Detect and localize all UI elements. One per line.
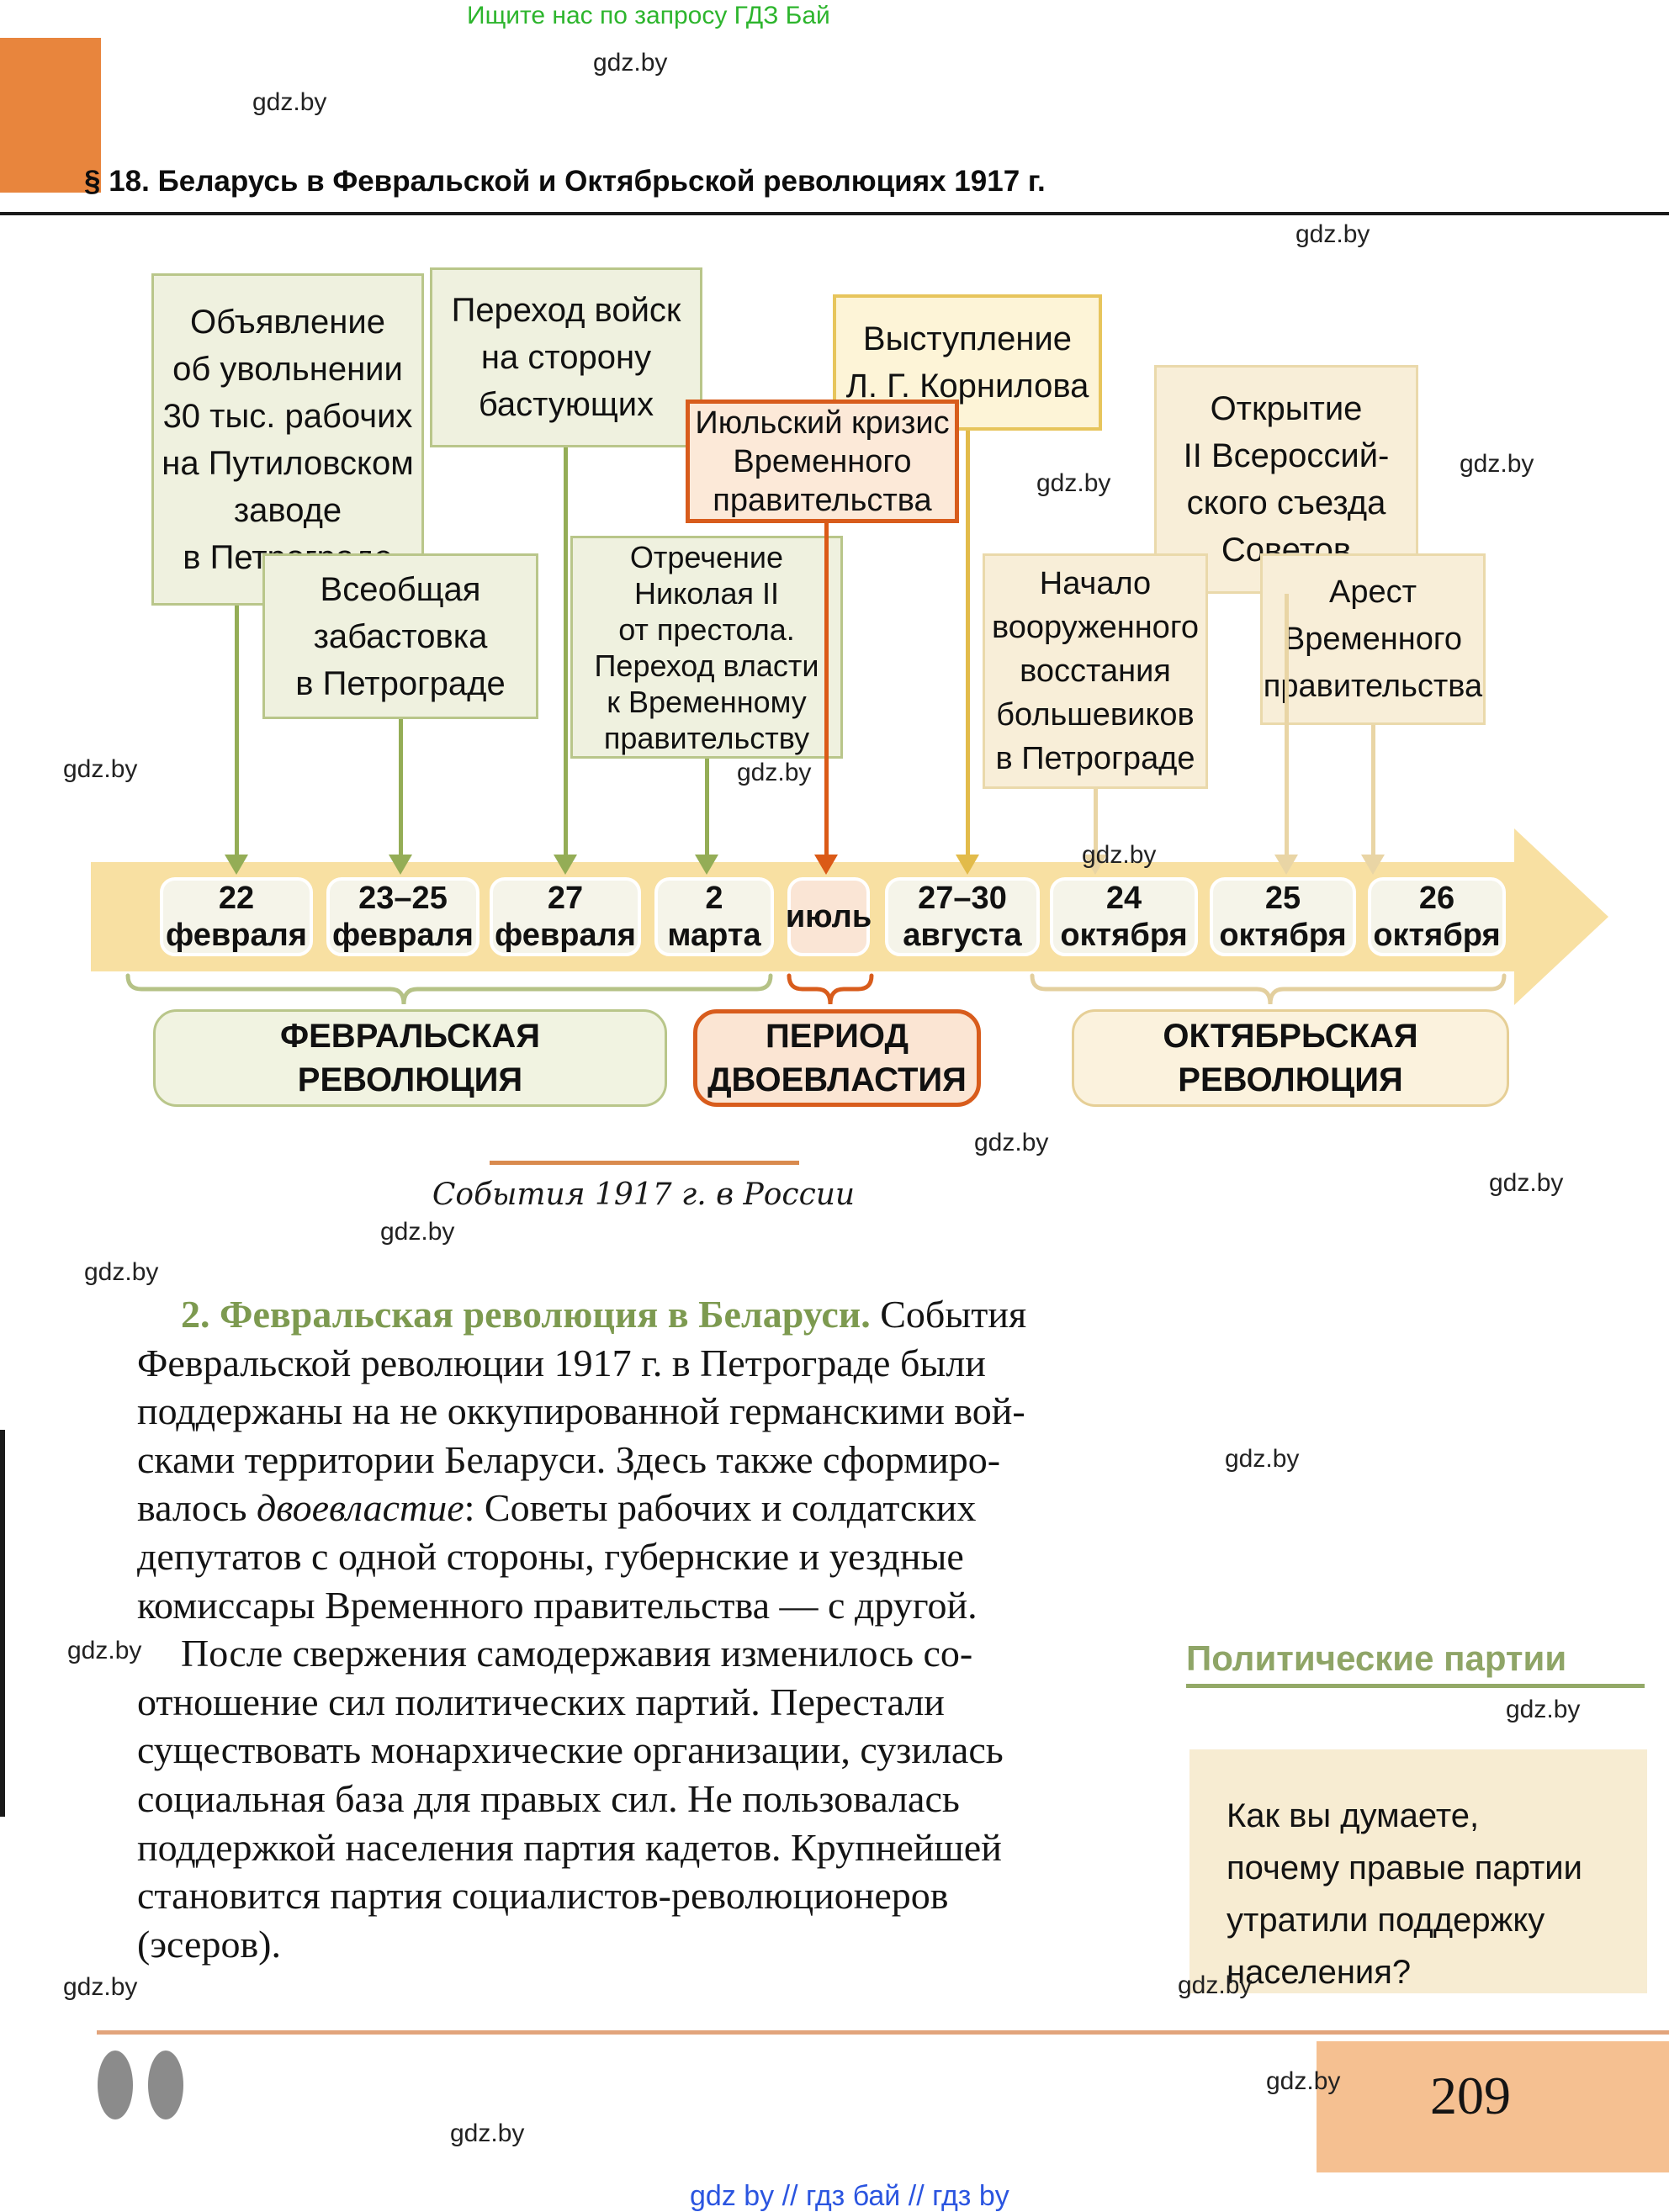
section-title: § 18. Беларусь в Февральской и Октябрьск… xyxy=(84,165,1046,198)
period-label-february-revolution: ФЕВРАЛЬСКАЯ РЕВОЛЮЦИЯ xyxy=(153,1009,667,1107)
connector-arrowhead-icon xyxy=(554,855,577,875)
period-label-october-revolution: ОКТЯБРЬСКАЯ РЕВОЛЮЦИЯ xyxy=(1072,1009,1509,1107)
timeline-date: 27–30 августа xyxy=(885,877,1040,956)
connector-line xyxy=(705,759,709,855)
text-line: отношение сил политических партий. Перес… xyxy=(137,1680,945,1723)
text-line: После свержения самодержавия изменилось … xyxy=(181,1632,973,1675)
brace xyxy=(125,973,773,1005)
gdz-watermark: gdz.by xyxy=(450,2119,525,2147)
event-box-putilov-announcement: Объявление об увольнении 30 тыс. рабочих… xyxy=(151,273,424,606)
brace xyxy=(1030,973,1507,1005)
gdz-watermark: gdz.by xyxy=(67,1637,142,1664)
connector-line xyxy=(564,447,568,855)
footer-rule xyxy=(97,2030,1669,2035)
body-text: 2. Февральская революция в Беларуси. Соб… xyxy=(137,1290,1159,1968)
text-line: поддержаны на не оккупированной германск… xyxy=(137,1389,1025,1433)
gdz-watermark: gdz.by xyxy=(252,88,327,116)
text-line: депутатов с одной стороны, губернские и … xyxy=(137,1534,964,1578)
text-line: валось двоевластие: Советы рабочих и сол… xyxy=(137,1486,977,1530)
timeline-arrowhead-icon xyxy=(1514,828,1608,1005)
text-line: 2. Февральская революция в Беларуси. Соб… xyxy=(181,1293,1027,1336)
connector-arrowhead-icon xyxy=(956,855,979,875)
gdz-watermark: gdz.by xyxy=(84,1258,159,1286)
gdz-watermark: gdz.by xyxy=(1266,2067,1341,2095)
gdz-watermark: gdz.by xyxy=(1295,220,1370,248)
timeline-date: 26 октября xyxy=(1368,877,1506,956)
text-line: существовать монархические организации, … xyxy=(137,1728,1004,1772)
page-corner-accent xyxy=(0,38,101,193)
text-line: социальная база для правых сил. Не польз… xyxy=(137,1776,960,1820)
text-line: комиссары Временного правительства — с д… xyxy=(137,1583,978,1627)
page-number-block: 209 xyxy=(1317,2041,1669,2172)
scan-edge-line xyxy=(0,1430,5,1817)
question-text: Как вы думаете, почему правые партии утр… xyxy=(1227,1797,1582,1991)
caption-rule xyxy=(490,1161,799,1165)
timeline-date: 24 октября xyxy=(1050,877,1198,956)
question-box: Как вы думаете, почему правые партии утр… xyxy=(1189,1749,1647,1993)
text-line: (эсеров). xyxy=(137,1922,281,1966)
gdz-watermark: gdz.by xyxy=(63,755,138,783)
timeline-date: 25 октября xyxy=(1210,877,1356,956)
gdz-watermark: gdz.by xyxy=(1506,1696,1581,1723)
connector-arrowhead-icon xyxy=(225,855,248,875)
gdz-watermark: gdz.by xyxy=(1460,450,1534,478)
event-box-july-crisis: Июльский кризис Временного правительства xyxy=(686,400,959,523)
header-rule xyxy=(0,212,1669,215)
brace xyxy=(787,973,874,1005)
figure-caption: События 1917 г. в России xyxy=(432,1177,856,1212)
text-line: Февральской революции 1917 г. в Петрогра… xyxy=(137,1341,986,1384)
page-number: 209 xyxy=(1430,2066,1511,2125)
gdz-watermark: gdz.by xyxy=(1036,469,1111,497)
timeline-date: июль xyxy=(786,877,872,956)
footer-links[interactable]: gdz by // гдз бай // гдз by xyxy=(690,2180,1009,2212)
gdz-watermark: gdz.by xyxy=(974,1129,1049,1156)
gdz-watermark: gdz.by xyxy=(1225,1445,1300,1473)
connector-line xyxy=(1371,725,1375,855)
event-box-government-arrest: Арест Временного правительства xyxy=(1260,553,1486,725)
text-line: становится партия социалистов-революцион… xyxy=(137,1874,949,1918)
sidebar-rule xyxy=(1186,1684,1645,1688)
connector-line xyxy=(235,606,239,855)
text-line: сками территории Беларуси. Здесь также с… xyxy=(137,1437,1001,1481)
gdz-watermark: gdz.by xyxy=(380,1218,455,1246)
timeline-date: 23–25 февраля xyxy=(326,877,480,956)
promo-banner: Ищите нас по запросу ГДЗ Бай xyxy=(467,2,830,29)
connector-line xyxy=(966,431,970,855)
event-box-general-strike: Всеобщая забастовка в Петрограде xyxy=(262,553,538,719)
gdz-watermark: gdz.by xyxy=(593,49,668,77)
connector-line xyxy=(1094,789,1098,855)
event-box-troops-to-strikers: Переход войск на сторону бастующих xyxy=(430,267,702,447)
connector-arrowhead-icon xyxy=(1361,855,1385,875)
connector-line xyxy=(824,523,829,855)
timeline-date: 27 февраля xyxy=(490,877,641,956)
sidebar-heading: Политические партии xyxy=(1186,1638,1567,1678)
event-box-abdication: Отречение Николая II от престола. Перехо… xyxy=(570,536,843,759)
event-box-bolshevik-uprising: Начало вооруженного восстания большевико… xyxy=(983,553,1208,789)
timeline-date: 22 февраля xyxy=(160,877,313,956)
period-label-dual-power-period: ПЕРИОД ДВОЕВЛАСТИЯ xyxy=(693,1009,981,1107)
connector-arrowhead-icon xyxy=(814,855,838,875)
connector-arrowhead-icon xyxy=(1084,855,1107,875)
connector-arrowhead-icon xyxy=(389,855,412,875)
bullet-ellipse xyxy=(148,2051,183,2119)
gdz-watermark: gdz.by xyxy=(1178,1971,1253,1999)
gdz-watermark: gdz.by xyxy=(1489,1169,1564,1197)
text-line: поддержкой населения партия кадетов. Кру… xyxy=(137,1825,1002,1869)
connector-line xyxy=(399,719,403,855)
connector-arrowhead-icon xyxy=(695,855,718,875)
connector-line xyxy=(1285,594,1289,855)
connector-arrowhead-icon xyxy=(1274,855,1298,875)
bullet-ellipse xyxy=(98,2051,133,2119)
timeline-date: 2 марта xyxy=(654,877,774,956)
gdz-watermark: gdz.by xyxy=(63,1973,138,2001)
gdz-watermark: gdz.by xyxy=(1082,841,1157,869)
gdz-watermark: gdz.by xyxy=(737,759,812,786)
